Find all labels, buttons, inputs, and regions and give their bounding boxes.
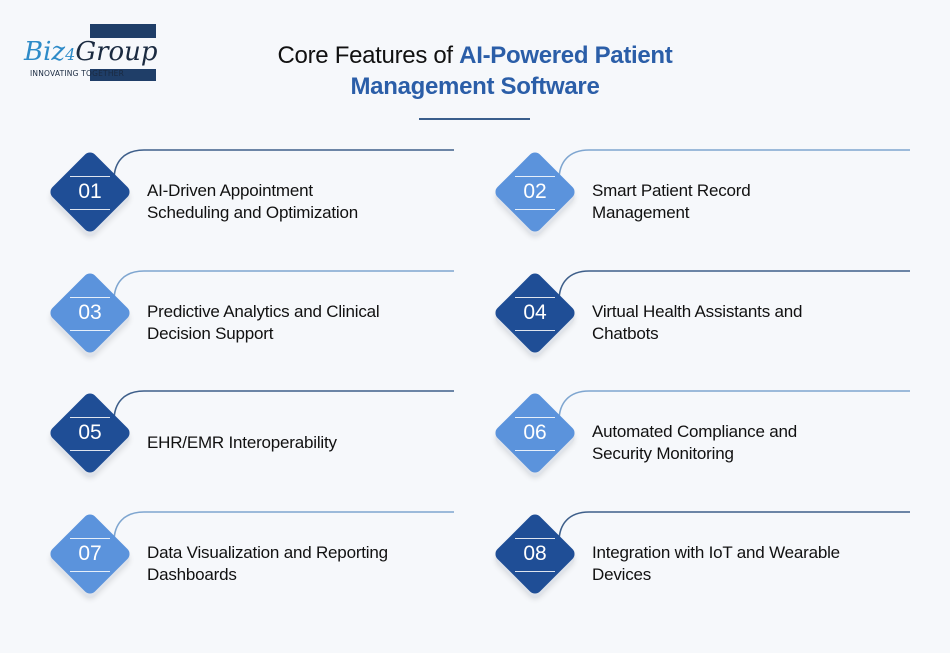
logo-four: 4 (65, 45, 76, 64)
feature-label-line1: Predictive Analytics and Clinical (147, 302, 380, 321)
feature-label-line1: Automated Compliance and (592, 422, 797, 441)
feature-number: 06 (515, 417, 555, 451)
title-divider (419, 118, 530, 120)
page-title: Core Features of AI-Powered Patient Mana… (0, 40, 950, 102)
number-badge: 02 (492, 149, 578, 235)
logo-biz: Biz (24, 37, 66, 67)
number-badge: 04 (492, 270, 578, 356)
title-accent: AI-Powered Patient (459, 42, 673, 69)
feature-label: EHR/EMR Interoperability (147, 432, 337, 454)
feature-label-line1: Smart Patient Record (592, 181, 751, 200)
feature-label-line2: Chatbots (592, 324, 659, 343)
feature-label-line2: Management (592, 203, 690, 222)
number-badge: 06 (492, 390, 578, 476)
feature-label-line1: AI-Driven Appointment (147, 181, 313, 200)
number-badge: 08 (492, 511, 578, 597)
logo-wordmark: Biz4Group (24, 38, 160, 69)
feature-number: 02 (515, 176, 555, 210)
logo-tagline: INNOVATING TOGETHER (30, 69, 125, 78)
number-badge: 01 (47, 149, 133, 235)
brand-logo: Biz4Group INNOVATING TOGETHER (22, 24, 160, 82)
feature-label-line2: Dashboards (147, 565, 237, 584)
number-badge: 07 (47, 511, 133, 597)
feature-number: 03 (70, 297, 110, 331)
title-plain: Core Features of (277, 42, 460, 69)
feature-number: 01 (70, 176, 110, 210)
number-badge: 05 (47, 390, 133, 476)
feature-label-line2: Scheduling and Optimization (147, 203, 359, 222)
feature-number: 04 (515, 297, 555, 331)
title-line2: Management Software (350, 73, 600, 100)
feature-number: 05 (70, 417, 110, 451)
feature-label-line2: Decision Support (147, 324, 274, 343)
feature-label-line2: Security Monitoring (592, 444, 734, 463)
feature-item-05: 05 EHR/EMR Interoperability (40, 373, 500, 483)
feature-number: 08 (515, 538, 555, 572)
feature-label-line2: Devices (592, 565, 652, 584)
feature-number: 07 (70, 538, 110, 572)
feature-label-line1: EHR/EMR Interoperability (147, 433, 337, 452)
feature-label-line1: Integration with IoT and Wearable (592, 543, 840, 562)
logo-group: Group (75, 37, 158, 67)
feature-label-line1: Virtual Health Assistants and (592, 302, 803, 321)
number-badge: 03 (47, 270, 133, 356)
feature-label-line1: Data Visualization and Reporting (147, 543, 388, 562)
